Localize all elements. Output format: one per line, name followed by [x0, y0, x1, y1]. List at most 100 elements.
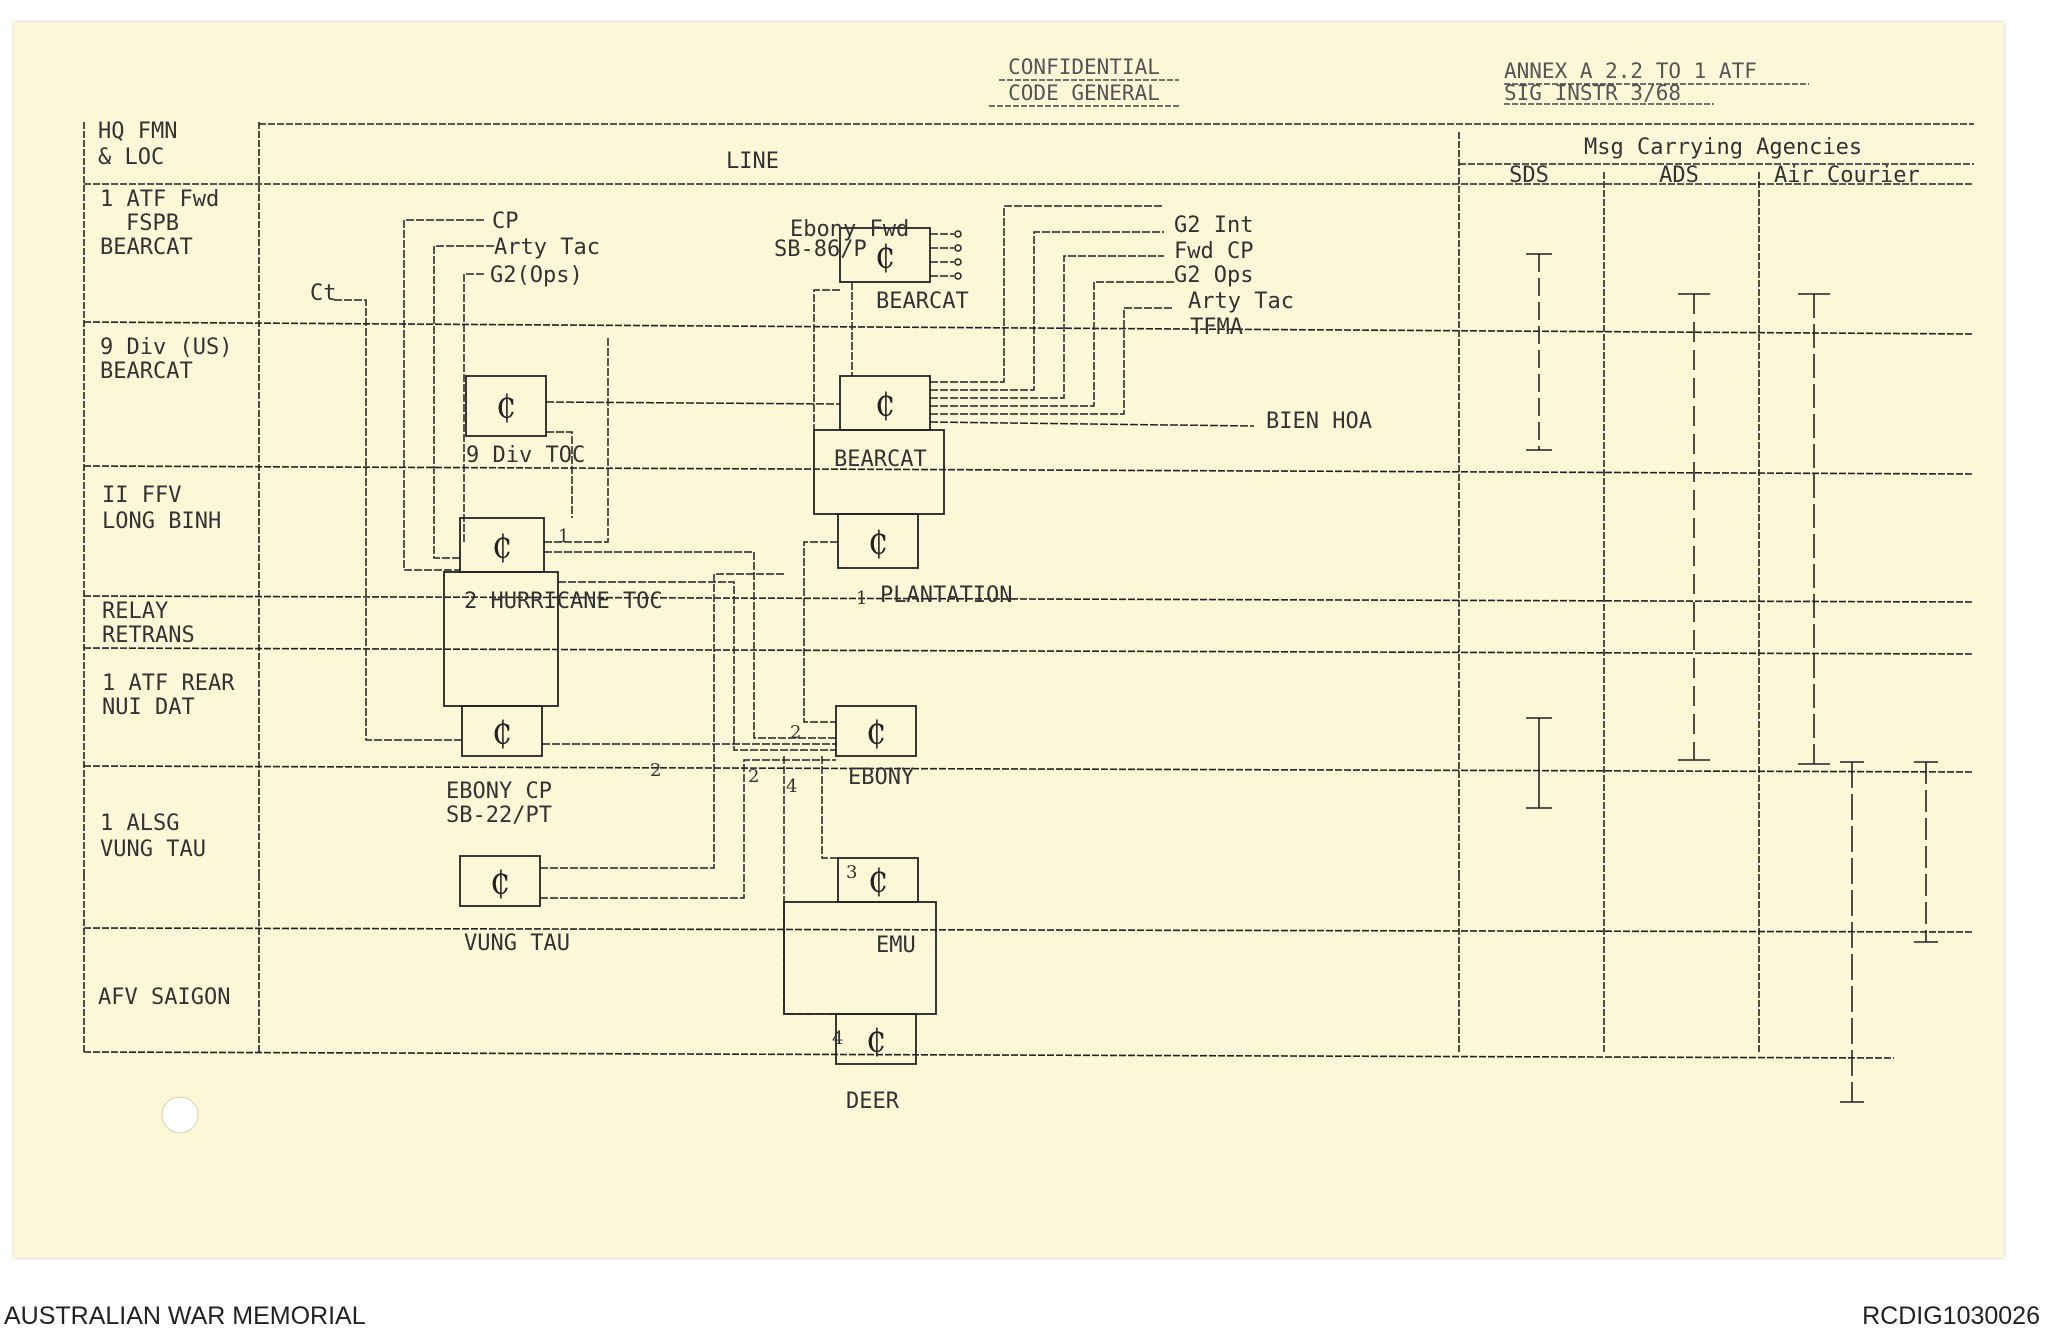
row-6-label-line-1: 1 ALSG	[100, 811, 179, 836]
annex-line-2: SIG INSTR 3/68	[1504, 81, 1681, 105]
node-label-plantation: PLANTATION	[880, 583, 1012, 608]
link-number: 1	[856, 588, 867, 609]
link-number: 3	[846, 862, 857, 883]
footer-left-text: AUSTRALIAN WAR MEMORIAL	[4, 1302, 366, 1330]
grid-row-5-line	[83, 765, 1975, 773]
link-tfma	[930, 307, 1174, 415]
link-hurricane-ebony	[544, 551, 836, 739]
link-vungtau-ebony-2	[540, 759, 836, 899]
link-vungtau-ebony-1	[540, 573, 784, 869]
node-box-bearcat-fwd	[839, 227, 931, 283]
node-label-vung-tau: VUNG TAU	[464, 931, 570, 956]
grid-row-3-line	[83, 595, 1975, 603]
link-arty-tac-right	[930, 281, 1174, 407]
link-fwd-cp	[930, 231, 1164, 391]
link-number: 4	[786, 776, 797, 797]
link-number: 2	[748, 766, 759, 787]
node-box-vung-tau	[459, 855, 541, 907]
agency-header-air-courier: Air Courier	[1774, 163, 1920, 188]
link-g2-int	[930, 205, 1164, 383]
row-1-label-line-3: BEARCAT	[100, 235, 193, 260]
agency-header-ads: ADS	[1659, 163, 1699, 188]
link-ebony-emu	[821, 756, 838, 859]
node-label-bearcat-fwd: BEARCAT	[876, 289, 969, 314]
link-9div-hurricane	[546, 431, 573, 518]
terminal-dot	[954, 258, 962, 266]
row-5-label-line-2: NUI DAT	[102, 695, 195, 720]
node-box-9-div-toc	[465, 375, 547, 437]
label-sb-86p: SB-86/P	[774, 237, 867, 262]
punch-hole	[161, 1096, 199, 1134]
label-tfma: TFMA	[1190, 315, 1243, 340]
row-1-label-line-2: FSPB	[126, 211, 179, 236]
label-ebony-fwd: Ebony Fwd	[790, 217, 909, 242]
link-plantation-ebony	[803, 541, 838, 723]
node-label-bearcat: BEARCAT	[834, 447, 927, 472]
row-3-label-line-1: II FFV	[102, 483, 181, 508]
row-5-label-line-1: 1 ATF REAR	[102, 671, 235, 696]
annex-line-1: ANNEX A 2.2 TO 1 ATF	[1504, 59, 1757, 83]
node-glyph-icon: ₵	[492, 714, 512, 752]
grid-bottom-line	[83, 1051, 1895, 1059]
classification-line-2: CODE GENERAL	[1008, 81, 1160, 105]
document-sheet: CONFIDENTIAL CODE GENERAL ANNEX A 2.2 TO…	[14, 22, 2004, 1258]
line-column-header: LINE	[726, 149, 779, 174]
node-label-ebony-cp-1: EBONY CP	[446, 779, 552, 804]
row-2-label-line-2: BEARCAT	[100, 359, 193, 384]
node-label-9-div-toc: 9 Div TOC	[466, 443, 585, 468]
label-fwd-cp: Fwd CP	[1174, 239, 1253, 264]
link-fwd-left	[813, 289, 840, 430]
label-arty-tac: Arty Tac	[494, 235, 600, 260]
row-7-label-line-1: AFV SAIGON	[98, 985, 230, 1010]
node-label-emu: EMU	[876, 933, 916, 958]
node-glyph-icon: ₵	[875, 238, 895, 276]
label-g2-ops-right: G2 Ops	[1174, 263, 1253, 288]
row-4-label-line-1: RELAY	[102, 599, 168, 624]
label-g2-int: G2 Int	[1174, 213, 1253, 238]
network-diagram: CONFIDENTIAL CODE GENERAL ANNEX A 2.2 TO…	[83, 55, 1975, 1134]
terminal-dot	[954, 272, 962, 280]
node-label-ebony-cp-2: SB-22/PT	[446, 803, 552, 828]
agency-header-sds: SDS	[1509, 163, 1549, 188]
node-glyph-icon: ₵	[866, 1022, 886, 1060]
grid-row-6-line	[83, 927, 1975, 933]
link-cp	[403, 219, 484, 571]
link-arty-tac	[433, 245, 494, 559]
frame-emu-lower	[783, 901, 937, 1015]
node-glyph-icon: ₵	[868, 862, 888, 900]
node-glyph-icon: ₵	[875, 386, 895, 424]
grid-row-1-line	[83, 321, 1975, 335]
footer-right-text: RCDIG1030026	[1862, 1302, 2040, 1330]
link-number: 4	[832, 1028, 843, 1049]
link-ct	[334, 299, 462, 741]
link-number: 2	[790, 722, 801, 743]
node-label-ebony: EBONY	[848, 765, 914, 790]
link-hurricane-up	[544, 336, 609, 543]
grid-row-4-line	[83, 647, 1975, 655]
grid-row-2-line	[83, 465, 1975, 475]
link-ebony-deer	[783, 756, 836, 1015]
row-header-line-1: HQ FMN	[98, 119, 177, 144]
node-box-ebony	[835, 705, 917, 757]
label-ct: Ct	[310, 281, 337, 306]
row-2-label-line-1: 9 Div (US)	[100, 335, 232, 360]
node-label-hurricane-toc: 2 HURRICANE TOC	[464, 589, 663, 614]
node-glyph-icon: ₵	[866, 714, 886, 752]
node-glyph-icon: ₵	[868, 524, 888, 562]
row-1-label-line-1: 1 ATF Fwd	[100, 187, 219, 212]
link-number: 1	[558, 526, 569, 547]
frame-hurricane-lower	[443, 571, 559, 707]
label-g2-ops: G2(Ops)	[490, 263, 583, 288]
label-arty-tac-right: Arty Tac	[1188, 289, 1294, 314]
node-glyph-icon: ₵	[490, 864, 510, 902]
row-3-label-line-2: LONG BINH	[102, 509, 221, 534]
link-g2-ops-right	[930, 255, 1164, 399]
node-glyph-icon: ₵	[492, 528, 512, 566]
terminal-dot	[954, 244, 962, 252]
node-glyph-icon: ₵	[496, 388, 516, 426]
link-g2-ops	[463, 273, 484, 542]
frame-bearcat-lower	[813, 429, 945, 515]
terminal-dot	[954, 230, 962, 238]
link-hurricane-ebony-2	[558, 581, 836, 751]
msg-agencies-header: Msg Carrying Agencies	[1584, 135, 1862, 160]
